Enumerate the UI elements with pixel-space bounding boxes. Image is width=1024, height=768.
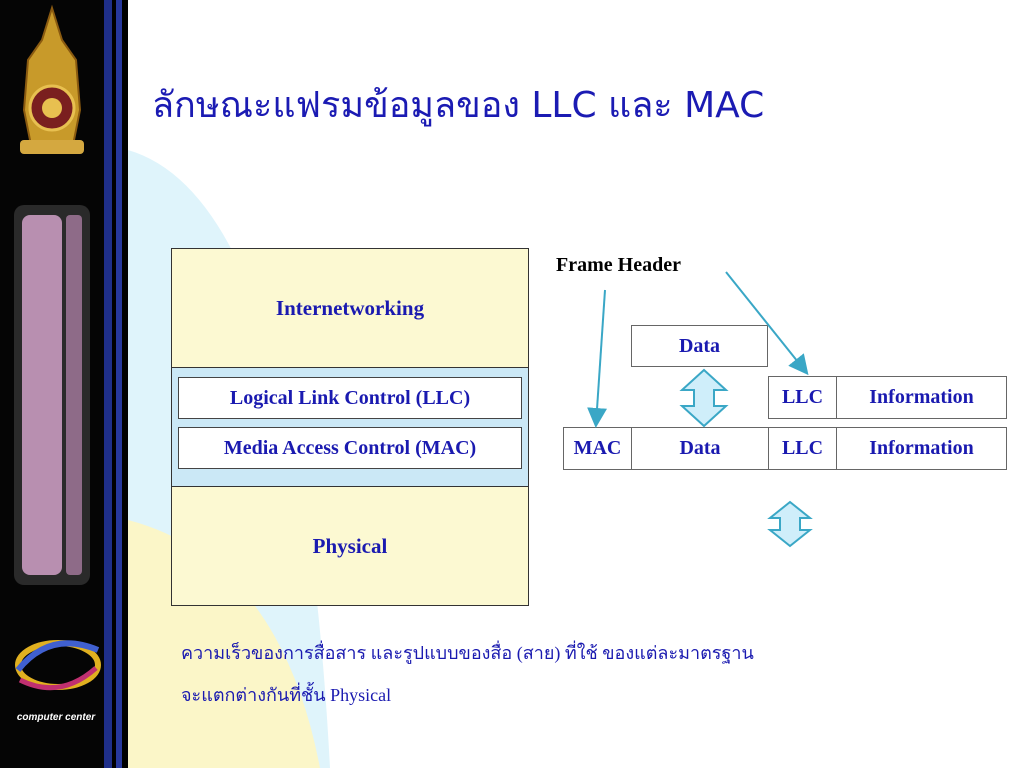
sublayer-mac-label: Media Access Control (MAC) [223,436,477,459]
frame-row2-mac-label: MAC [573,437,622,459]
frame-row2-information: Information [836,427,1007,470]
frame-top-data: Data [631,325,768,367]
frame-row2-data: Data [631,427,769,470]
sidebar-stripe [112,0,116,768]
sublayer-mac: Media Access Control (MAC) [178,427,522,469]
layer-internetworking: Internetworking [171,248,529,368]
note-line-1: ความเร็วของการสื่อสาร และรูปแบบของสื่อ (… [181,643,754,663]
computer-center-logo-icon [15,640,101,691]
sidebar-stripe [104,0,112,768]
frame-row1-information: Information [836,376,1007,419]
frame-row2-llc-label: LLC [781,437,824,459]
frame-row2-llc: LLC [768,427,837,470]
vertical-name-logo-icon [14,205,90,585]
frame-row1-llc-label: LLC [781,386,824,408]
university-emblem-icon [20,4,84,154]
page-title: ลักษณะแฟรมข้อมูลของ LLC และ MAC [152,85,765,126]
frame-row1-llc: LLC [768,376,837,419]
sidebar-stripe [122,0,128,768]
layer-physical-label: Physical [312,533,388,558]
sidebar-graphics [14,4,101,691]
frame-row1-information-label: Information [869,386,974,408]
frame-header-label: Frame Header [556,254,681,276]
note-line-2: จะแตกต่างกันที่ชั้น Physical [181,685,392,705]
layer-physical: Physical [171,486,529,606]
layer-internetworking-label: Internetworking [275,295,425,320]
frame-row2-information-label: Information [869,437,974,459]
sidebar-stripe [116,0,122,768]
sublayer-llc-label: Logical Link Control (LLC) [229,386,471,409]
frame-row2-mac: MAC [563,427,632,470]
frame-row2-data-label: Data [679,437,721,459]
frame-top-data-label: Data [678,334,721,357]
logo-caption: computer center [16,712,96,723]
sublayer-llc: Logical Link Control (LLC) [178,377,522,419]
